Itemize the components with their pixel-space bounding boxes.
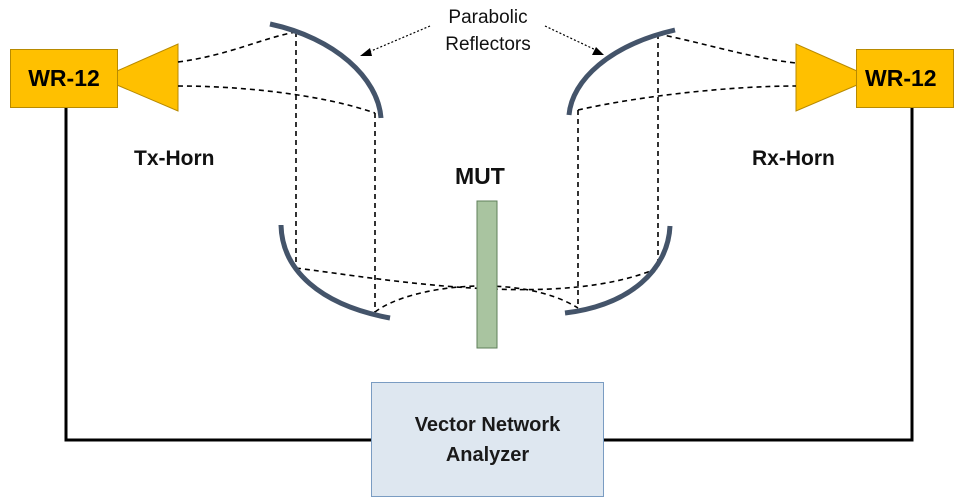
reflector-top-right: [566, 27, 676, 116]
waveguide-left-label: WR-12: [28, 65, 100, 91]
reflector-bottom-left: [278, 224, 391, 321]
mut-label: MUT: [455, 163, 505, 189]
beam-paths: [177, 31, 797, 313]
mut-sample: [476, 200, 498, 349]
vna-label-line1: Vector Network: [414, 413, 561, 436]
vector-network-analyzer: Vector Network Analyzer: [371, 382, 604, 497]
vna-label-line2: Analyzer: [445, 443, 530, 466]
pointer-arrowhead-right: [592, 47, 604, 55]
reflector-top-left: [269, 21, 384, 119]
pointer-arrowhead-left: [360, 48, 372, 56]
reflector-bottom-right: [564, 225, 673, 316]
rx-horn-antenna: [795, 43, 858, 112]
parabolic-reflectors: [269, 21, 676, 321]
reflectors-label-line1: Parabolic: [448, 7, 528, 28]
rx-horn-label: Rx-Horn: [752, 147, 835, 170]
waveguide-right: WR-12: [856, 49, 954, 108]
reflectors-label: Parabolic Reflectors: [428, 4, 548, 58]
tx-horn-antenna: [116, 43, 179, 112]
cable-left: [64, 108, 371, 442]
reflectors-label-line2: Reflectors: [445, 34, 531, 55]
tx-horn-label: Tx-Horn: [134, 147, 215, 170]
waveguide-left: WR-12: [10, 49, 118, 108]
waveguide-right-label: WR-12: [865, 65, 937, 91]
cable-right: [604, 108, 914, 442]
